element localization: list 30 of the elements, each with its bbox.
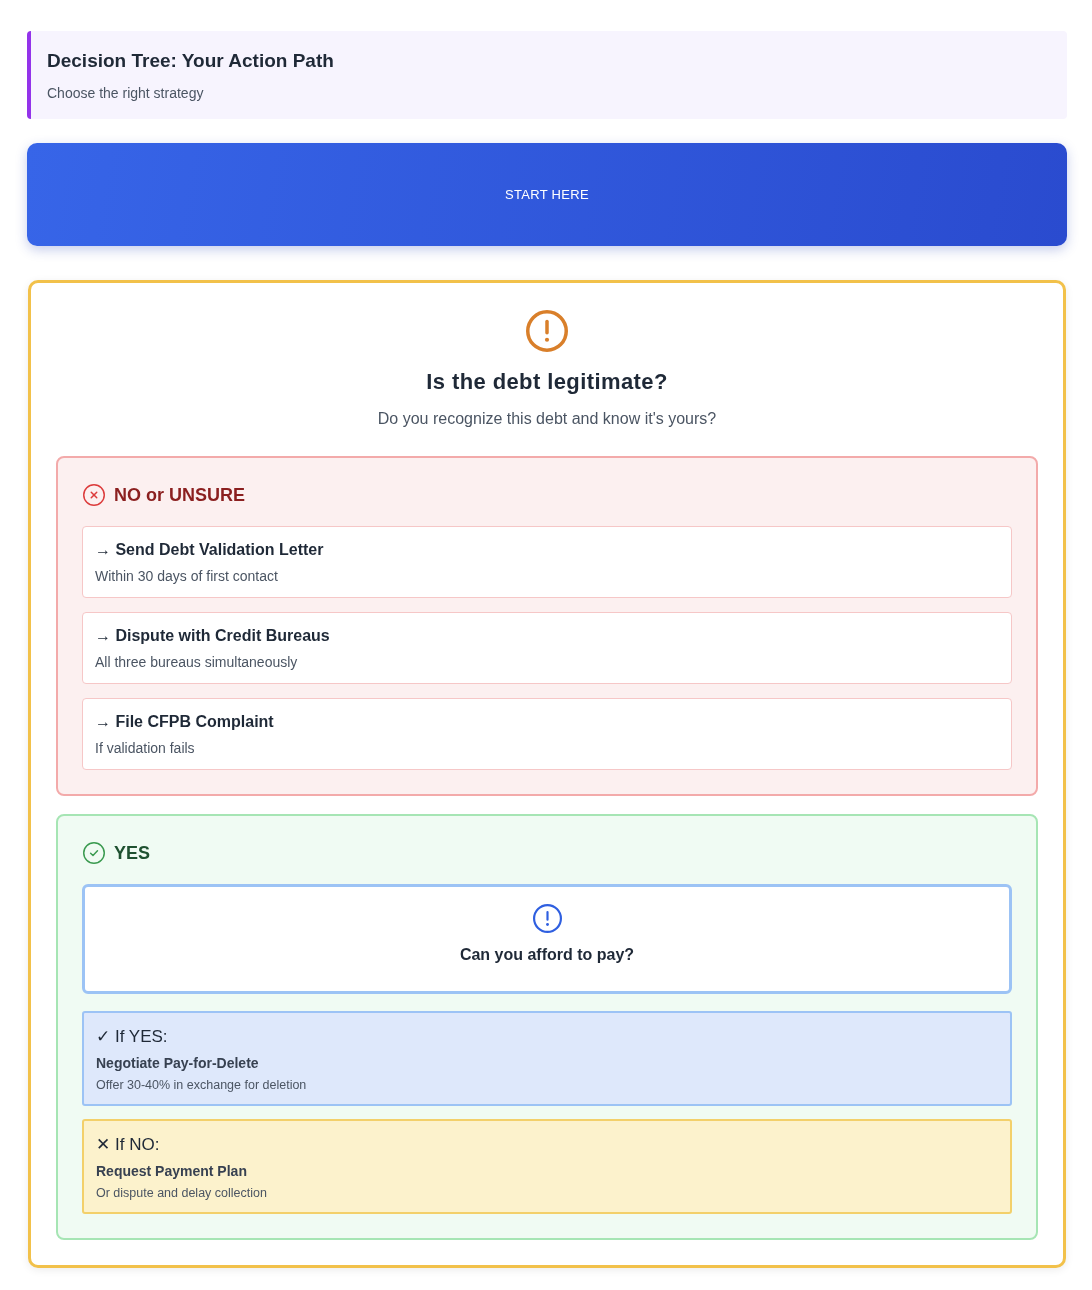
branch-heading: NO or UNSURE <box>114 484 245 506</box>
action-title: → File CFPB Complaint <box>95 712 274 732</box>
action-card <box>82 698 1012 770</box>
question-text: Do you recognize this debt and know it's yours? <box>377 409 717 429</box>
page-title: Decision Tree: Your Action Path <box>47 49 334 73</box>
outcome-card <box>82 1119 1012 1214</box>
page-subtitle: Choose the right strategy <box>47 84 204 102</box>
action-title: → Send Debt Validation Letter <box>95 540 324 560</box>
decision-card <box>82 884 1012 994</box>
branch-panel <box>56 456 1038 796</box>
action-note: If validation fails <box>95 739 195 757</box>
action-card <box>82 612 1012 684</box>
outcome-note: Or dispute and delay collection <box>96 1185 267 1201</box>
outcome-heading: ✓ If YES: <box>96 1027 168 1047</box>
action-title: → Dispute with Credit Bureaus <box>95 626 330 646</box>
action-card <box>82 526 1012 598</box>
action-note: Within 30 days of first contact <box>95 567 278 585</box>
start-banner <box>27 143 1067 246</box>
branch-heading: YES <box>114 842 151 864</box>
question-heading: Is the debt legitimate? <box>426 368 668 396</box>
branch-panel <box>56 814 1038 1240</box>
outcome-title: Negotiate Pay-for-Delete <box>96 1054 259 1072</box>
action-note: All three bureaus simultaneously <box>95 653 298 671</box>
question-heading: Can you afford to pay? <box>459 945 635 965</box>
outcome-heading: ✕ If NO: <box>96 1135 160 1155</box>
outcome-card <box>82 1011 1012 1106</box>
outcome-title: Request Payment Plan <box>96 1162 247 1180</box>
outcome-note: Offer 30-40% in exchange for deletion <box>96 1077 307 1093</box>
decision-card <box>28 280 1066 1268</box>
start-label: START HERE <box>505 186 589 203</box>
